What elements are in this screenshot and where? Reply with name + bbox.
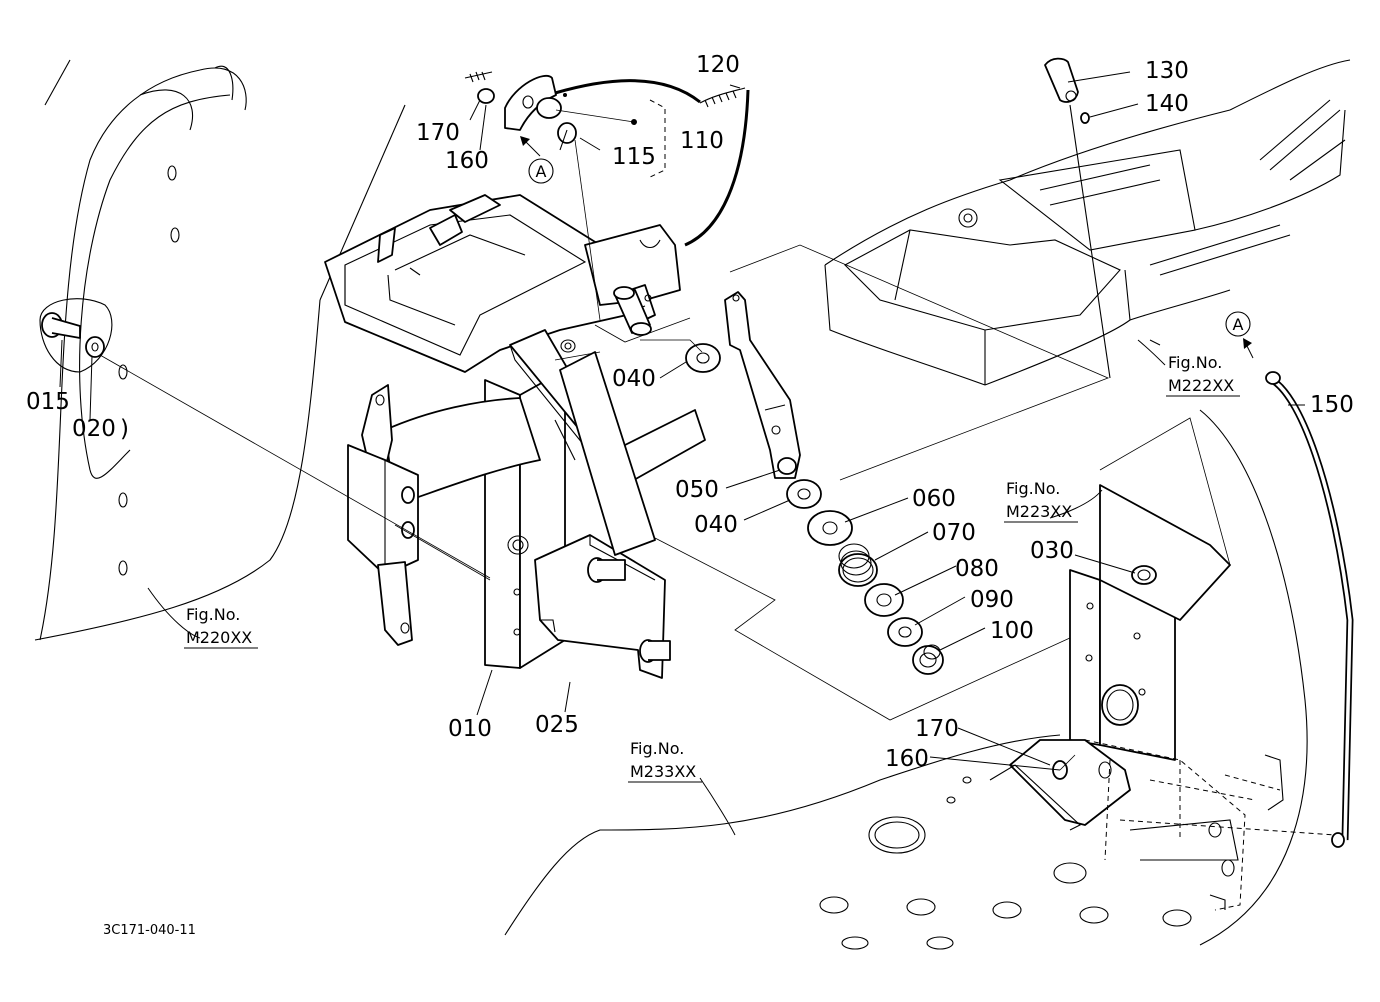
callout-130: 130 <box>1145 58 1189 84</box>
handle-and-pin <box>1044 57 1111 379</box>
fig-ref-m233-number: M233XX <box>630 762 696 781</box>
fig-ref-m233: Fig.No. M233XX <box>628 739 702 783</box>
view-marker-a-circle <box>528 158 554 184</box>
background-housing-outlines <box>34 59 1351 950</box>
drawing-code: 3C171-040-11 <box>103 923 196 938</box>
main-bracket-assembly <box>324 194 706 679</box>
callout-100: 100 <box>990 618 1034 644</box>
fig-ref-m222-number: M222XX <box>1168 376 1234 395</box>
callout-015: 015 <box>26 389 70 415</box>
fig-ref-m223: Fig.No. M223XX <box>1004 479 1078 523</box>
subassembly-boundaries <box>594 244 1231 721</box>
callout-060: 060 <box>912 486 956 512</box>
callout-160-bottom: 160 <box>885 746 929 772</box>
cam-and-spring <box>464 71 750 247</box>
callout-110: 110 <box>680 128 724 154</box>
callout-labels: 170 160 120 110 115 130 140 015 020 040 … <box>26 52 1354 772</box>
callout-030: 030 <box>1030 538 1074 564</box>
lever-arm <box>724 291 801 479</box>
callout-080: 080 <box>955 556 999 582</box>
callout-040-upper: 040 <box>612 366 656 392</box>
fig-ref-m223-number: M223XX <box>1006 502 1072 521</box>
callout-115: 115 <box>612 144 656 170</box>
fig-ref-m220-number: M220XX <box>186 628 252 647</box>
hinge-bracket <box>347 384 419 646</box>
fig-ref-m220: Fig.No. M220XX <box>184 605 258 649</box>
view-marker-a-right: A <box>1233 315 1244 334</box>
callout-140: 140 <box>1145 91 1189 117</box>
callout-170-bottom: 170 <box>915 716 959 742</box>
callout-020-bracket: ) <box>120 416 129 442</box>
view-marker-a-top: A <box>536 162 547 181</box>
fig-ref-m222: Fig.No. M222XX <box>1166 353 1240 397</box>
callout-020: 020 <box>72 416 116 442</box>
view-marker-a-right-circle <box>1225 311 1251 337</box>
callout-170-top: 170 <box>416 120 460 146</box>
spring-stack <box>685 343 944 675</box>
callout-010: 010 <box>448 716 492 742</box>
callout-150: 150 <box>1310 392 1354 418</box>
callout-leaders <box>59 71 1305 836</box>
callout-040-lower: 040 <box>694 512 738 538</box>
assembly-center-lines <box>99 109 1076 771</box>
fig-ref-m222-label: Fig.No. <box>1168 353 1222 372</box>
callout-025: 025 <box>535 712 579 738</box>
callout-090: 090 <box>970 587 1014 613</box>
pivot-shaft <box>613 286 652 336</box>
view-marker-group: A A <box>520 136 1254 359</box>
right-side-bracket <box>989 371 1354 911</box>
callout-120: 120 <box>696 52 740 78</box>
fig-ref-m223-label: Fig.No. <box>1006 479 1060 498</box>
fig-ref-m233-label: Fig.No. <box>630 739 684 758</box>
fig-ref-m220-label: Fig.No. <box>186 605 240 624</box>
bolt-and-washer <box>39 298 113 373</box>
callout-070: 070 <box>932 520 976 546</box>
figure-references: Fig.No. M222XX Fig.No. M223XX Fig.No. M2… <box>184 353 1240 783</box>
callout-050: 050 <box>675 477 719 503</box>
callout-160-top: 160 <box>445 148 489 174</box>
